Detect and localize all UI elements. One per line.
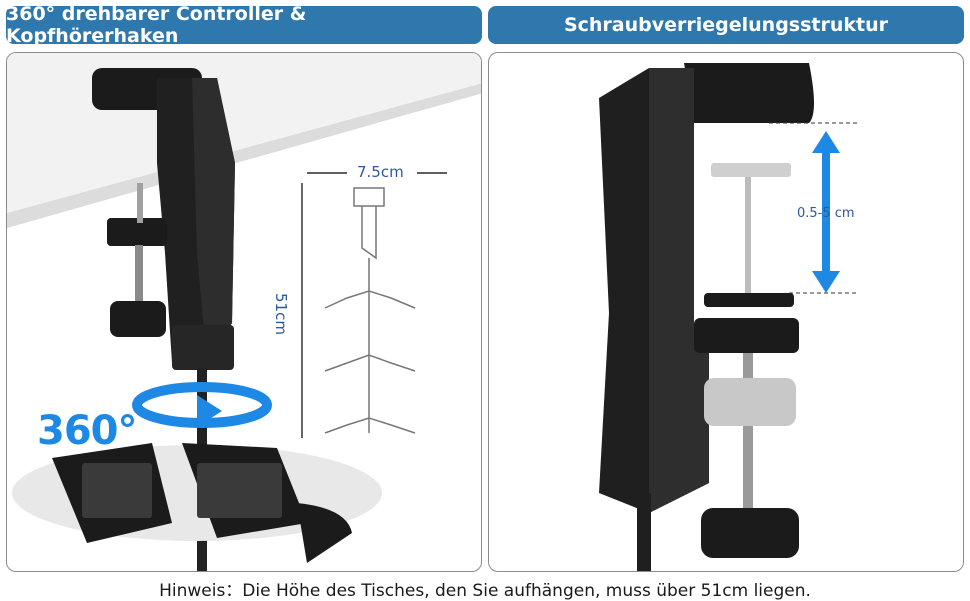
clamp-range-label: 0.5-5 cm bbox=[797, 206, 855, 221]
rotation-joint bbox=[172, 325, 234, 370]
locking-knob bbox=[701, 508, 799, 558]
table-edge bbox=[7, 83, 481, 228]
right-product-panel: 0.5-5 cm bbox=[488, 52, 964, 572]
clamp-pad-ghost bbox=[711, 163, 791, 177]
wireframe-stand bbox=[324, 187, 416, 434]
clamp-lower-arm bbox=[107, 218, 167, 246]
rotation-label: 360° bbox=[37, 408, 137, 454]
clamp-knob bbox=[110, 301, 166, 337]
left-product-illustration bbox=[7, 53, 481, 571]
width-dimension-label: 7.5cm bbox=[357, 163, 404, 181]
left-product-panel: 360° 7.5cm 51cm bbox=[6, 52, 482, 572]
footer-note: Hinweis：Die Höhe des Tisches, den Sie au… bbox=[159, 581, 811, 601]
clamp-screw bbox=[135, 245, 143, 305]
knob-ghost bbox=[704, 378, 796, 426]
right-panel-title: Schraubverriegelungsstruktur bbox=[488, 6, 964, 44]
clamp-lower-arm bbox=[694, 318, 799, 353]
clamp-range-arrow-icon bbox=[812, 131, 840, 293]
right-product-illustration bbox=[599, 63, 859, 571]
clamp-top-pad bbox=[684, 63, 814, 123]
left-panel-title: 360° drehbarer Controller & Kopfhörerhak… bbox=[6, 3, 482, 47]
table-top bbox=[7, 53, 481, 213]
headphone-hook bbox=[297, 503, 352, 563]
clamp-pad bbox=[704, 293, 794, 307]
height-dimension-label: 51cm bbox=[272, 293, 290, 335]
locking-screw bbox=[743, 353, 753, 513]
